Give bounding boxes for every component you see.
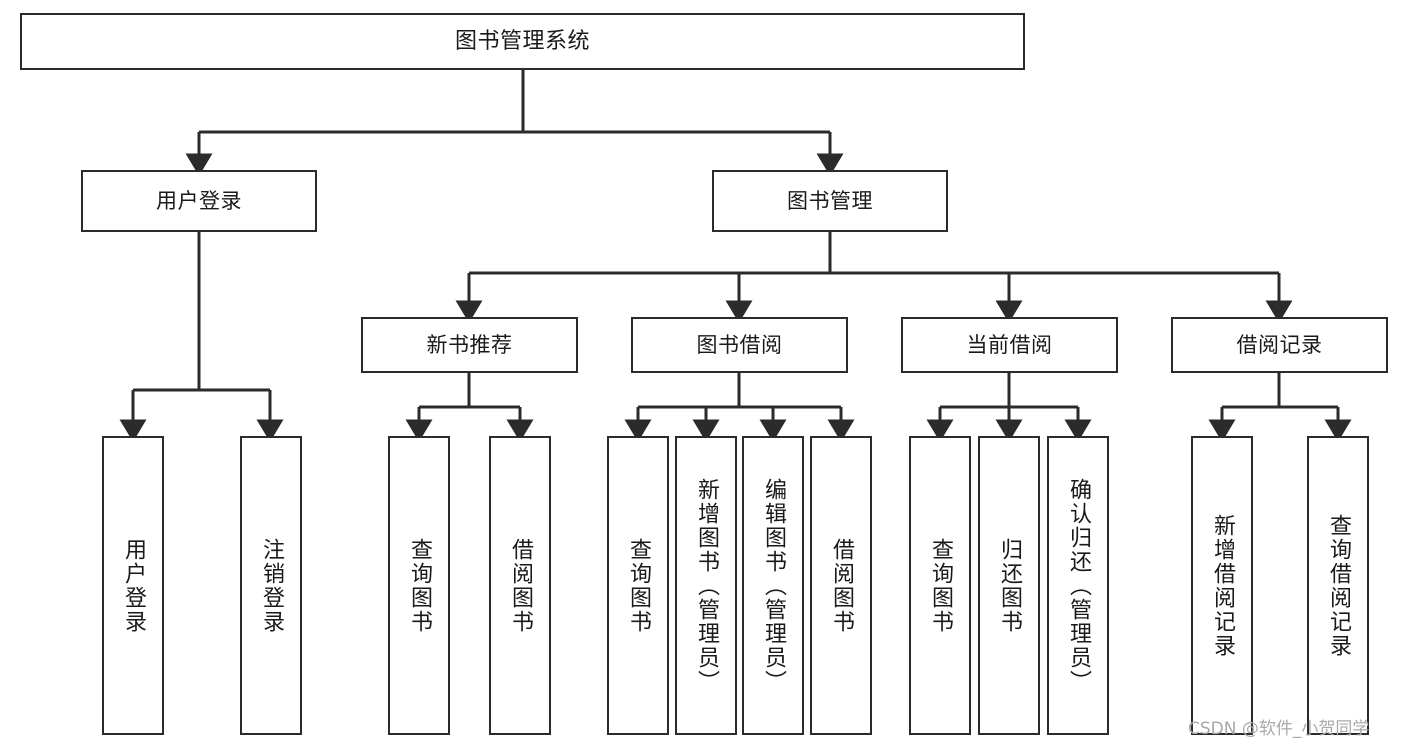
node-leaf-return-book[interactable]: 归还图书 bbox=[978, 436, 1040, 735]
node-current-borrow-label: 当前借阅 bbox=[966, 332, 1053, 357]
node-borrow-record[interactable]: 借阅记录 bbox=[1171, 317, 1388, 373]
node-leaf-user-login-label: 用户登录 bbox=[120, 537, 146, 634]
node-leaf-confirm-return-admin-label: 确认归还（管理员） bbox=[1065, 477, 1091, 694]
node-book-borrow-label: 图书借阅 bbox=[696, 332, 783, 357]
node-leaf-query-book-recommend[interactable]: 查询图书 bbox=[388, 436, 450, 735]
node-leaf-query-borrow-record-label: 查询借阅记录 bbox=[1325, 513, 1351, 658]
node-leaf-add-book-admin-label: 新增图书（管理员） bbox=[693, 477, 719, 694]
node-leaf-user-login[interactable]: 用户登录 bbox=[102, 436, 164, 735]
node-leaf-query-book-current[interactable]: 查询图书 bbox=[909, 436, 971, 735]
node-leaf-confirm-return-admin[interactable]: 确认归还（管理员） bbox=[1047, 436, 1109, 735]
node-leaf-borrow-book-label: 借阅图书 bbox=[828, 537, 854, 634]
node-leaf-add-borrow-record[interactable]: 新增借阅记录 bbox=[1191, 436, 1253, 735]
node-leaf-borrow-book[interactable]: 借阅图书 bbox=[810, 436, 872, 735]
node-book-manage[interactable]: 图书管理 bbox=[712, 170, 948, 232]
node-leaf-query-book-borrow[interactable]: 查询图书 bbox=[607, 436, 669, 735]
node-leaf-edit-book-admin[interactable]: 编辑图书（管理员） bbox=[742, 436, 804, 735]
node-root-system-label: 图书管理系统 bbox=[454, 28, 590, 54]
node-leaf-borrow-book-recommend[interactable]: 借阅图书 bbox=[489, 436, 551, 735]
node-new-book-recommend-label: 新书推荐 bbox=[426, 332, 513, 357]
node-user-login-label: 用户登录 bbox=[156, 188, 242, 213]
node-leaf-add-borrow-record-label: 新增借阅记录 bbox=[1209, 513, 1235, 658]
node-leaf-add-book-admin[interactable]: 新增图书（管理员） bbox=[675, 436, 737, 735]
node-leaf-query-book-borrow-label: 查询图书 bbox=[625, 537, 651, 634]
node-borrow-record-label: 借阅记录 bbox=[1236, 332, 1323, 357]
node-leaf-edit-book-admin-label: 编辑图书（管理员） bbox=[760, 477, 786, 694]
node-leaf-logout-label: 注销登录 bbox=[258, 537, 284, 634]
node-leaf-query-borrow-record[interactable]: 查询借阅记录 bbox=[1307, 436, 1369, 735]
node-root-system[interactable]: 图书管理系统 bbox=[20, 13, 1025, 70]
node-leaf-query-book-recommend-label: 查询图书 bbox=[406, 537, 432, 634]
node-new-book-recommend[interactable]: 新书推荐 bbox=[361, 317, 578, 373]
node-book-borrow[interactable]: 图书借阅 bbox=[631, 317, 848, 373]
node-leaf-return-book-label: 归还图书 bbox=[996, 537, 1022, 634]
node-leaf-borrow-book-recommend-label: 借阅图书 bbox=[507, 537, 533, 634]
node-current-borrow[interactable]: 当前借阅 bbox=[901, 317, 1118, 373]
node-leaf-query-book-current-label: 查询图书 bbox=[927, 537, 953, 634]
node-leaf-logout[interactable]: 注销登录 bbox=[240, 436, 302, 735]
node-book-manage-label: 图书管理 bbox=[787, 188, 873, 213]
csdn-watermark: CSDN @软件_小贺同学 bbox=[1188, 719, 1370, 739]
node-user-login[interactable]: 用户登录 bbox=[81, 170, 317, 232]
